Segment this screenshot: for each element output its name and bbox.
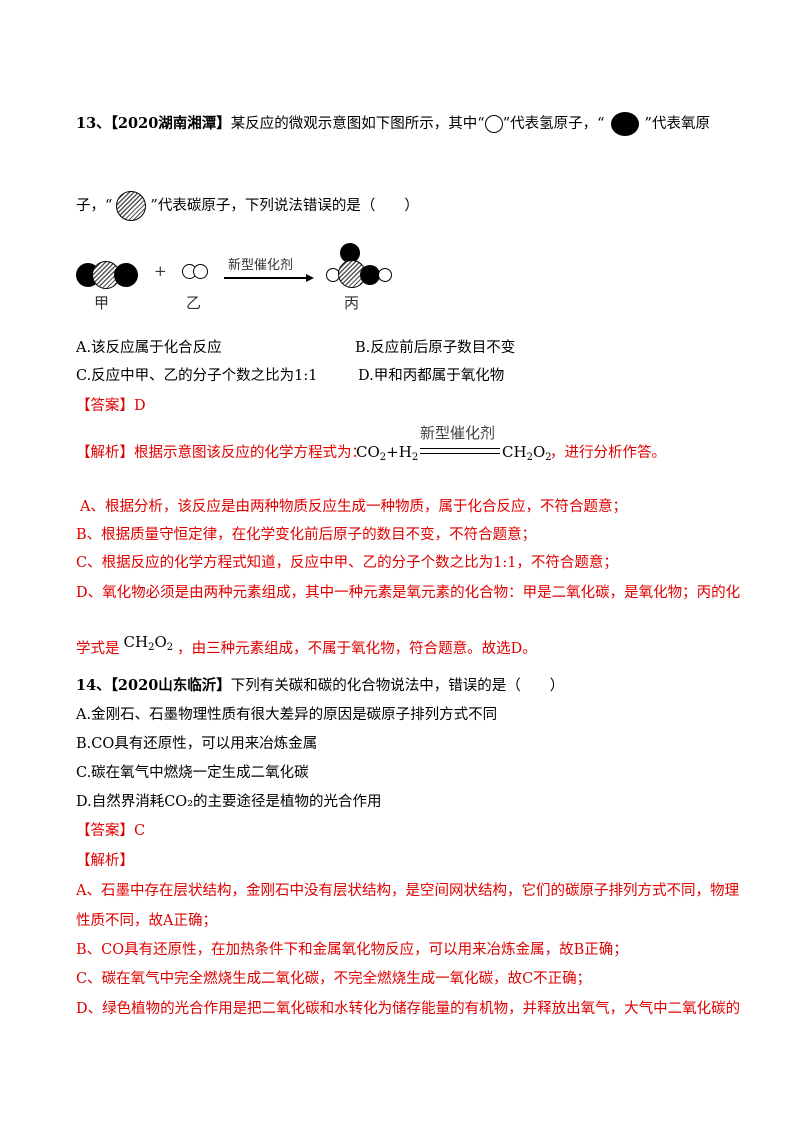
q13-stem-part4: 子，“ <box>76 198 113 214</box>
q13-answer-value: D <box>134 398 146 414</box>
q13-stem-part5: ”代表碳原子，下列说法错误的是（ ） <box>150 198 419 214</box>
q13-analysis-intro: 根据示意图该反应的化学方程式为： <box>134 445 366 461</box>
q13-explain-a: A、根据分析，该反应是由两种物质反应生成一种物质，属于化合反应，不符合题意； <box>80 499 627 515</box>
q13-stem-line1: 13、【2020湖南湘潭】某反应的微观示意图如下图所示，其中“ ”代表氢原子，“ ”… <box>76 112 710 136</box>
catalyst-label: 新型催化剂 <box>228 258 294 273</box>
d2-formula-ch: CH <box>123 633 149 651</box>
q14-answer-value: C <box>134 823 146 839</box>
eq-ch-sub: 2 <box>526 452 533 463</box>
q14-source: 【2020山东临沂】 <box>110 677 231 694</box>
q14-answer-label: 【答案】 <box>76 823 134 839</box>
q13-stem-part3: ”代表氧原 <box>644 116 710 132</box>
q13-answer-label: 【答案】 <box>76 398 134 414</box>
eq-ch: CH <box>502 443 527 461</box>
eq-h-sub: 2 <box>411 452 419 463</box>
molecule-bing-icon <box>326 240 396 290</box>
q14-explain-b: B、CO具有还原性，在加热条件下和金属氧化物反应，可以用来冶炼金属，故B正确； <box>76 942 628 958</box>
q13-explain-c: C、根据反应的化学方程式知道，反应中甲、乙的分子个数之比为1:1，不符合题意； <box>76 555 618 571</box>
label-jia: 甲 <box>94 294 110 312</box>
label-yi: 乙 <box>186 294 202 312</box>
q14-stem-text: 下列有关碳和碳的化合物说法中，错误的是（ ） <box>230 678 565 694</box>
d2-formula-o-sub: 2 <box>166 642 174 653</box>
hydrogen-atom-icon <box>484 115 503 133</box>
q13-source: 【2020湖南湘潭】 <box>110 115 231 132</box>
d2-formula-ch-sub: 2 <box>148 642 155 653</box>
q13-answer-line: 【答案】D <box>76 396 146 416</box>
q14-explain-d: D、绿色植物的光合作用是把二氧化碳和水转化为储存能量的有机物，并释放出氧气，大气… <box>76 1001 741 1017</box>
reaction-arrow-icon <box>224 274 314 282</box>
q13-stem-part2: ”代表氢原子，“ <box>502 116 605 132</box>
q13-explain-b: B、根据质量守恒定律，在化学变化前后原子的数目不变，不符合题意； <box>76 527 537 543</box>
eq-double-line-icon <box>420 448 500 454</box>
q14-stem: 14、【2020山东临沂】下列有关碳和碳的化合物说法中，错误的是（ ） <box>76 676 564 696</box>
eq-plus-h: +H <box>386 443 412 461</box>
q13-option-d: D.甲和丙都属于氧化物 <box>358 368 505 384</box>
oxygen-atom-icon <box>610 112 639 136</box>
q13-explain-d2-post: ，由三种元素组成，不属于氧化物，符合题意。故选D。 <box>177 641 537 657</box>
label-bing: 丙 <box>344 294 360 312</box>
q13-explain-d2-pre: 学式是 <box>76 641 120 657</box>
eq-o: O <box>532 443 546 461</box>
q14-option-b: B.CO具有还原性，可以用来冶炼金属 <box>76 736 318 752</box>
q13-analysis-line: 【解析】根据示意图该反应的化学方程式为： <box>76 443 366 463</box>
carbon-atom-icon <box>116 191 147 221</box>
reaction-diagram: 甲 + 乙 新型催化剂 丙 <box>76 240 416 312</box>
q13-equation: CO2+H2 新型催化剂 CH2O2 <box>356 418 556 468</box>
q14-option-d: D.自然界消耗CO₂的主要途径是植物的光合作用 <box>76 794 382 810</box>
q13-option-c: C.反应中甲、乙的分子个数之比为1:1 <box>76 368 318 384</box>
q14-number: 14、 <box>76 677 111 694</box>
q13-analysis-label: 【解析】 <box>76 445 134 461</box>
eq-catalyst: 新型催化剂 <box>420 424 496 442</box>
molecule-jia-icon <box>76 260 138 290</box>
q13-option-b: B.反应前后原子数目不变 <box>355 340 516 356</box>
eq-co-sub: 2 <box>379 452 387 463</box>
q13-explain-d1: D、氧化物必须是由两种元素组成，其中一种元素是氧元素的化合物：甲是二氧化碳，是氧… <box>76 585 741 601</box>
d2-formula-o: O <box>154 633 167 651</box>
eq-o-sub: 2 <box>545 452 552 463</box>
molecule-yi-icon <box>182 264 212 280</box>
q13-stem-part1: 某反应的微观示意图如下图所示，其中“ <box>230 116 485 132</box>
q14-analysis-label: 【解析】 <box>76 853 134 869</box>
q13-number: 13、 <box>76 115 111 132</box>
eq-co: CO <box>356 443 380 461</box>
q13-stem-line2: 子，“ ”代表碳原子，下列说法错误的是（ ） <box>76 191 419 221</box>
q14-option-a: A.金刚石、石墨物理性质有很大差异的原因是碳原子排列方式不同 <box>76 707 498 723</box>
q14-explain-a1: A、石墨中存在层状结构，金刚石中没有层状结构，是空间网状结构，它们的碳原子排列方… <box>76 883 739 899</box>
plus-sign: + <box>154 262 167 280</box>
q13-analysis-after: ，进行分析作答。 <box>550 445 666 461</box>
q13-option-a: A.该反应属于化合反应 <box>76 340 222 356</box>
q14-explain-a2: 性质不同，故A正确； <box>76 913 217 929</box>
q14-option-c: C.碳在氧气中燃烧一定生成二氧化碳 <box>76 765 309 781</box>
q14-answer-line: 【答案】C <box>76 821 145 841</box>
q14-explain-c: C、碳在氧气中完全燃烧生成二氧化碳，不完全燃烧生成一氧化碳，故C不正确； <box>76 971 592 987</box>
